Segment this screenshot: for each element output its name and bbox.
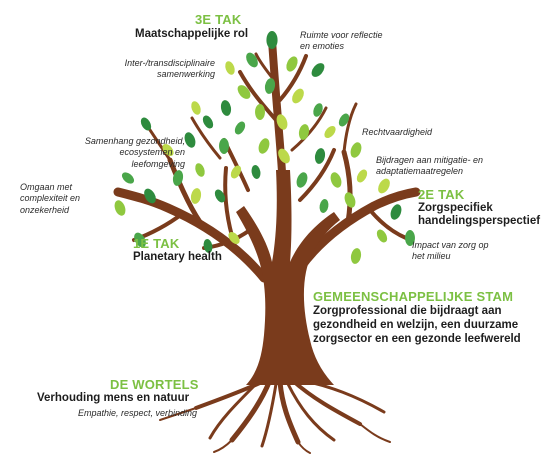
leaf-15 bbox=[298, 124, 310, 140]
leaf-46 bbox=[134, 232, 146, 248]
trunk-title: GEMEENSCHAPPELIJKE STAM bbox=[313, 289, 514, 304]
root-12 bbox=[297, 441, 311, 454]
branch2-note-impact: Impact van zorg op het milieu bbox=[412, 240, 489, 262]
leaf-12 bbox=[276, 114, 288, 130]
branch2-subtitle: Zorgspecifiek handelingsperspectief bbox=[418, 202, 541, 228]
branch-5 bbox=[113, 187, 269, 283]
leaf-34 bbox=[121, 172, 135, 184]
branch1-subtitle: Planetary health bbox=[133, 251, 222, 263]
leaf-36 bbox=[190, 188, 202, 204]
branch3-subtitle: Maatschappelijke rol bbox=[135, 28, 249, 40]
leaf-22 bbox=[338, 113, 350, 127]
leaf-38 bbox=[319, 199, 329, 213]
leaf-48 bbox=[191, 101, 201, 115]
leaf-47 bbox=[350, 248, 362, 264]
leaf-8 bbox=[292, 88, 304, 104]
leaf-6 bbox=[264, 78, 276, 94]
root-1 bbox=[229, 377, 273, 443]
leaf-2 bbox=[246, 52, 258, 68]
leaf-21 bbox=[314, 148, 326, 164]
root-3 bbox=[290, 378, 362, 426]
roots-title: DE WORTELS bbox=[110, 377, 199, 392]
leaf-41 bbox=[390, 204, 402, 220]
leaf-23 bbox=[350, 142, 362, 158]
branch2-note-justice: Rechtvaardigheid bbox=[362, 127, 433, 137]
branch-12 bbox=[295, 187, 421, 273]
branch-16 bbox=[298, 148, 336, 202]
leaf-26 bbox=[172, 170, 184, 186]
leaf-5 bbox=[311, 63, 325, 77]
branch-11 bbox=[190, 116, 222, 160]
roots-note: Empathie, respect, verbinding bbox=[78, 408, 198, 418]
root-8 bbox=[260, 382, 278, 448]
leaf-13 bbox=[202, 115, 214, 129]
leaf-3 bbox=[286, 56, 298, 72]
branch1-note-complexity: Omgaan met complexiteit en onzekerheid bbox=[20, 182, 81, 215]
root-9 bbox=[213, 439, 233, 453]
leaf-10 bbox=[313, 103, 323, 117]
leaf-24 bbox=[162, 143, 174, 157]
leaf-31 bbox=[330, 172, 342, 188]
branch3-note-collaboration: Inter-/transdisciplinaire samenwerking bbox=[124, 58, 215, 80]
leaf-4 bbox=[225, 61, 235, 75]
leaf-39 bbox=[344, 192, 356, 208]
leaf-35 bbox=[114, 200, 126, 216]
branch-17 bbox=[290, 106, 328, 152]
leaf-37 bbox=[214, 189, 226, 203]
leaf-43 bbox=[376, 229, 388, 243]
branch1-note-coherence: Samenhang gezondheid, ecosystemen en lee… bbox=[84, 136, 185, 169]
branch-13 bbox=[341, 149, 353, 225]
root-11 bbox=[159, 407, 197, 421]
branch3-note-reflection: Ruimte voor reflectie en emoties bbox=[300, 30, 383, 52]
branch-6 bbox=[167, 157, 203, 225]
leaf-40 bbox=[378, 178, 390, 194]
root-7 bbox=[286, 382, 336, 442]
branch1-title: 1E TAK bbox=[133, 236, 180, 251]
leaf-25 bbox=[140, 117, 152, 131]
tree-leaves bbox=[114, 31, 415, 264]
leaf-33 bbox=[144, 188, 156, 204]
root-10 bbox=[359, 423, 391, 443]
leaf-7 bbox=[237, 85, 251, 99]
branch3-title: 3E TAK bbox=[195, 12, 242, 27]
leaf-45 bbox=[203, 239, 213, 253]
branch-9 bbox=[223, 166, 234, 238]
roots-subtitle: Verhouding mens en natuur bbox=[37, 392, 190, 404]
root-2 bbox=[277, 379, 301, 445]
leaf-44 bbox=[228, 231, 240, 245]
leaf-18 bbox=[219, 138, 229, 154]
trunk-subtitle: Zorgprofessional die bijdraagt aan gezon… bbox=[313, 305, 521, 346]
leaf-16 bbox=[324, 125, 336, 139]
leaf-17 bbox=[184, 132, 196, 148]
leaf-11 bbox=[255, 104, 265, 120]
root-6 bbox=[208, 382, 258, 440]
leaf-14 bbox=[234, 121, 246, 135]
leaf-20 bbox=[278, 148, 290, 164]
branch-4 bbox=[254, 52, 276, 82]
leaf-30 bbox=[296, 172, 308, 188]
branch2-title: 2E TAK bbox=[418, 187, 465, 202]
leaf-32 bbox=[356, 169, 368, 183]
leaf-28 bbox=[230, 165, 242, 179]
leaf-42 bbox=[405, 230, 415, 246]
branch-3 bbox=[278, 54, 308, 102]
leaf-1 bbox=[266, 31, 278, 49]
leaf-19 bbox=[258, 138, 270, 154]
leaf-9 bbox=[220, 100, 232, 116]
branch-2 bbox=[238, 70, 278, 122]
branch-14 bbox=[342, 102, 358, 154]
leaf-29 bbox=[251, 165, 261, 179]
tree-trunk bbox=[236, 170, 340, 385]
branch-15 bbox=[368, 208, 408, 240]
leaf-27 bbox=[195, 163, 205, 177]
branch2-note-mitigation: Bijdragen aan mitigatie- en adaptatiemaa… bbox=[376, 155, 484, 177]
